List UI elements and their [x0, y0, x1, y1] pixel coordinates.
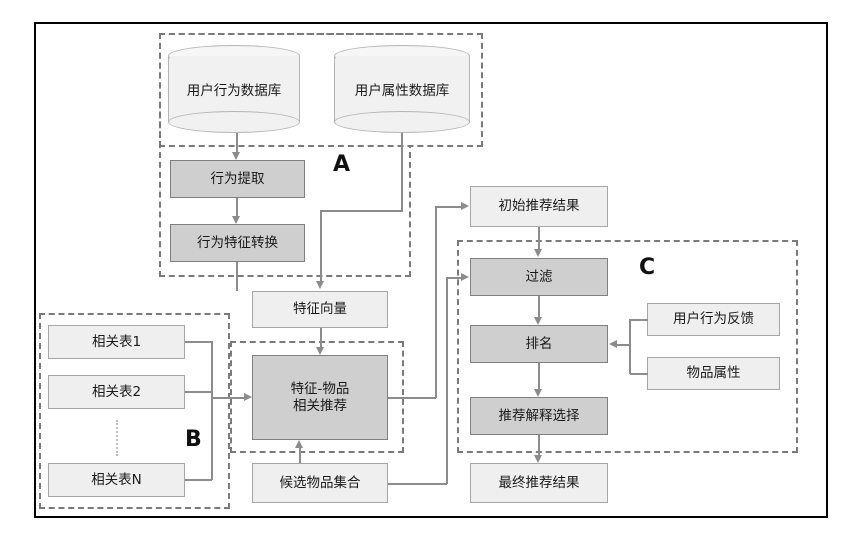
arrow-candidate-to-recommend [295, 440, 303, 448]
behavior-feature-transform-node: 行为特征转换 [170, 224, 305, 262]
connector-filter-to-ranking [538, 296, 540, 317]
connector-recommend-to-initial [435, 206, 462, 208]
connector-initial-to-filter [538, 227, 540, 249]
arrow-recommend-to-initial [461, 202, 469, 210]
group-c-label: C [639, 255, 656, 280]
user-behavior-feedback-node: 用户行为反馈 [647, 303, 780, 336]
behavior-feature-transform-label: 行为特征转换 [197, 234, 278, 251]
connector-recommend-right [388, 397, 436, 399]
connector-recommend-up [435, 206, 437, 398]
user-attribute-database-label: 用户属性数据库 [354, 83, 450, 99]
item-attribute-label: 物品属性 [686, 365, 741, 382]
connector-attrdb-down [401, 133, 403, 211]
relation-table-1-label: 相关表1 [91, 333, 142, 350]
connector-ranking-to-explain [538, 363, 540, 389]
ranking-node: 排名 [470, 325, 608, 363]
connector-feedback-bus [629, 319, 631, 374]
candidate-item-set-label: 候选物品集合 [279, 474, 361, 491]
final-recommend-result-label: 最终推荐结果 [498, 474, 580, 491]
connector-bus-to-ranking [617, 344, 630, 346]
filter-node: 过滤 [470, 258, 608, 296]
group-a-region-lower [159, 33, 411, 277]
connector-candidate-up [446, 277, 448, 484]
initial-recommend-result-label: 初始推荐结果 [498, 198, 580, 215]
arrow-extract-to-transform [232, 216, 240, 224]
connector-attrdb-left [320, 210, 403, 212]
feature-item-recommend-label-line1: 特征-物品 [290, 380, 350, 397]
recommend-explain-select-node: 推荐解释选择 [470, 397, 608, 435]
final-recommend-result-node: 最终推荐结果 [470, 463, 608, 503]
relation-table-2-node: 相关表2 [48, 375, 185, 409]
connector-candidate-right [388, 483, 447, 485]
relation-table-1-node: 相关表1 [48, 325, 185, 359]
connector-extract-to-transform [236, 198, 238, 216]
connector-bus-to-recommend [211, 397, 244, 399]
user-attribute-database: 用户属性数据库 [334, 45, 470, 133]
user-behavior-database: 用户行为数据库 [168, 45, 300, 133]
behavior-extract-label: 行为提取 [210, 170, 265, 187]
connector-featurevector-to-recommend [320, 328, 322, 347]
arrow-candidate-to-filter [461, 273, 469, 281]
arrow-bus-to-ranking [609, 340, 617, 348]
connector-attrdb-to-featurevector [320, 210, 322, 281]
connector-candidate-to-filter [446, 277, 462, 279]
arrow-filter-to-ranking [534, 317, 542, 325]
cylinder-bottom [168, 111, 300, 133]
connector-explain-to-final [538, 435, 540, 455]
cylinder-cap-mask [169, 56, 299, 68]
feature-item-recommend-label-line2: 相关推荐 [293, 397, 347, 414]
connector-table1-out [185, 341, 212, 343]
connector-db-to-extract [236, 133, 238, 152]
arrow-initial-to-filter [534, 249, 542, 257]
feature-vector-node: 特征向量 [252, 291, 388, 328]
connector-itemattr-out [630, 373, 648, 375]
connector-tablen-out [185, 479, 212, 481]
item-attribute-node: 物品属性 [647, 357, 780, 390]
initial-recommend-result-node: 初始推荐结果 [470, 186, 608, 227]
arrow-bus-to-recommend [244, 393, 252, 401]
feature-vector-label: 特征向量 [293, 301, 347, 318]
cylinder-cap-mask [335, 56, 469, 68]
arrow-explain-to-final [534, 455, 542, 463]
connector-feedback-out [630, 319, 648, 321]
arrow-featurevector-to-recommend [316, 347, 324, 355]
user-behavior-database-label: 用户行为数据库 [186, 83, 282, 99]
ranking-label: 排名 [525, 335, 553, 352]
cylinder-bottom [334, 111, 470, 133]
arrow-attrdb-to-featurevector [316, 281, 324, 289]
user-behavior-feedback-label: 用户行为反馈 [673, 311, 754, 328]
recommend-explain-select-label: 推荐解释选择 [498, 407, 580, 424]
arrow-ranking-to-explain [534, 389, 542, 397]
relation-table-2-label: 相关表2 [91, 383, 142, 400]
arrow-db-to-extract [232, 152, 240, 160]
connector-tables-bus [211, 341, 213, 480]
group-a-label: A [333, 152, 351, 177]
feature-item-recommend-node: 特征-物品 相关推荐 [252, 355, 388, 440]
connector-candidate-to-recommend [299, 448, 301, 463]
filter-label: 过滤 [525, 268, 553, 285]
connector-transform-to-featurevector [236, 262, 238, 291]
relation-table-n-node: 相关表N [48, 463, 185, 497]
relation-table-n-label: 相关表N [91, 471, 142, 488]
group-b-region [39, 313, 230, 509]
group-c-region [457, 240, 798, 453]
behavior-extract-node: 行为提取 [170, 160, 305, 198]
relation-table-ellipsis [116, 420, 118, 456]
group-b-label: B [185, 427, 202, 452]
candidate-item-set-node: 候选物品集合 [252, 463, 388, 503]
diagram-outer-frame [34, 22, 828, 518]
connector-table2-out [185, 391, 212, 393]
